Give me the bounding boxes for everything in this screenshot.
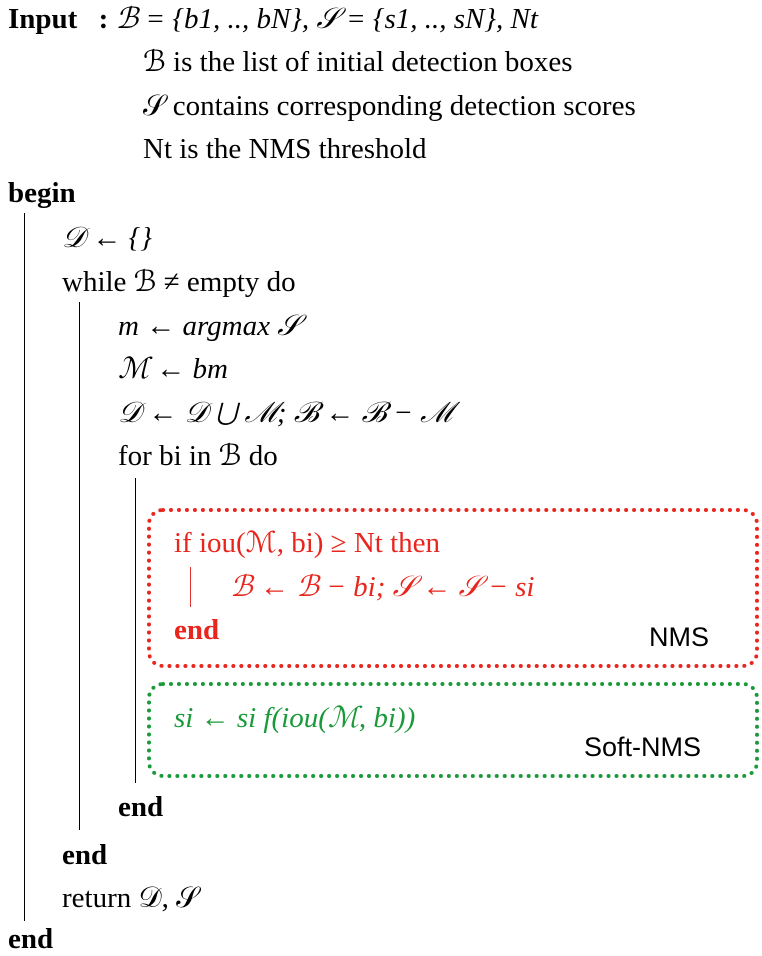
return-line: return 𝒟, 𝒮 bbox=[62, 882, 199, 914]
init-detections-line: 𝒟 ← {} bbox=[62, 222, 152, 254]
input-desc-threshold: Nt is the NMS threshold bbox=[143, 133, 427, 165]
end-keyword: end bbox=[8, 923, 54, 955]
end-for-keyword: end bbox=[118, 791, 164, 823]
nms-remove-line: ℬ ← ℬ − bi; 𝒮 ← 𝒮 − si bbox=[230, 571, 535, 603]
assign-m-line: ℳ ← bm bbox=[118, 353, 228, 385]
nms-if-rule bbox=[190, 567, 192, 607]
input-desc-scores: 𝒮 contains corresponding detection score… bbox=[143, 90, 636, 122]
input-label: Input bbox=[8, 3, 78, 35]
end-while-keyword: end bbox=[62, 839, 108, 871]
while-line: while ℬ ≠ empty do bbox=[62, 266, 296, 298]
nms-end-keyword: end bbox=[174, 614, 220, 646]
argmax-line: m ← argmax 𝒮 bbox=[118, 310, 300, 342]
input-line: Input : ℬ = {b1, .., bN}, 𝒮 = {s1, .., s… bbox=[8, 2, 538, 36]
input-desc-boxes: ℬ is the list of initial detection boxes bbox=[143, 46, 573, 78]
outer-block-rule bbox=[24, 213, 26, 921]
update-line: 𝒟 ← 𝒟 ⋃ ℳ; ℬ ← ℬ − ℳ bbox=[118, 397, 453, 429]
nms-if-line: if iou(ℳ, bi) ≥ Nt then bbox=[174, 527, 440, 559]
while-block-rule bbox=[79, 302, 81, 830]
soft-nms-box bbox=[147, 682, 759, 778]
begin-keyword: begin bbox=[8, 177, 76, 209]
nms-box bbox=[147, 508, 759, 668]
soft-nms-update-line: si ← si f(iou(ℳ, bi)) bbox=[174, 702, 416, 734]
for-block-rule bbox=[135, 478, 137, 783]
input-colon: : bbox=[98, 3, 109, 35]
soft-nms-tag: Soft-NMS bbox=[584, 732, 702, 762]
for-line: for bi in ℬ do bbox=[118, 440, 278, 472]
nms-tag: NMS bbox=[649, 622, 709, 652]
input-definition: ℬ = {b1, .., bN}, 𝒮 = {s1, .., sN}, Nt bbox=[115, 3, 538, 35]
